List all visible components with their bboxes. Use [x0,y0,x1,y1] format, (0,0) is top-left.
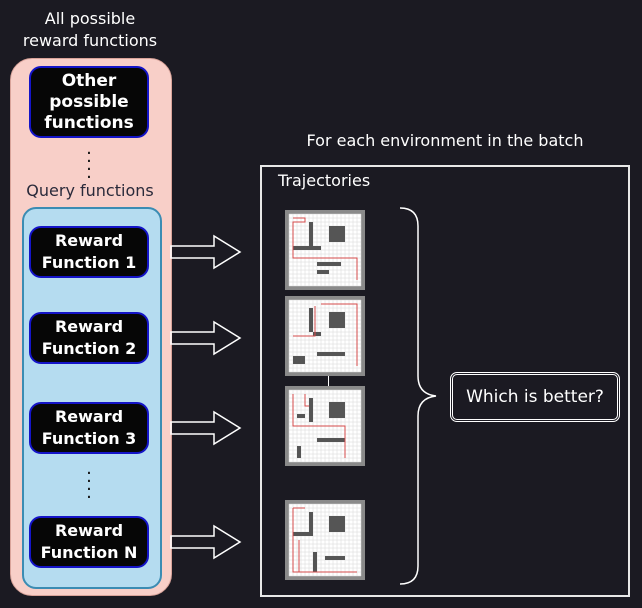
arrow-icon [170,320,242,356]
all-reward-functions-title: All possible reward functions [22,9,158,50]
reward-function-2-box: Reward Function 2 [29,312,149,364]
reward-function-n-box: Reward Function N [29,516,149,568]
other-functions-box: Other possible functions [29,66,149,138]
arrow-icon [170,524,242,560]
ellipsis-dots-icon: ···· [86,143,92,188]
trajectory-thumbnail-2 [285,296,365,376]
reward-function-1-box: Reward Function 1 [29,226,149,278]
arrow-icon [170,410,242,446]
trajectory-connector [328,376,329,390]
reward-function-3-box: Reward Function 3 [29,402,149,454]
arrow-icon [170,234,242,270]
environment-box [260,165,630,597]
which-is-better-box: Which is better? [450,372,620,422]
trajectory-thumbnail-1 [285,210,365,290]
trajectory-thumbnail-3 [285,386,365,466]
environment-heading: For each environment in the batch [306,131,584,150]
curly-brace-icon [399,207,437,585]
trajectories-label: Trajectories [278,171,371,190]
query-functions-label: Query functions [26,181,154,200]
trajectory-thumbnail-n [285,500,365,580]
ellipsis-dots-icon: ···· [86,463,92,508]
